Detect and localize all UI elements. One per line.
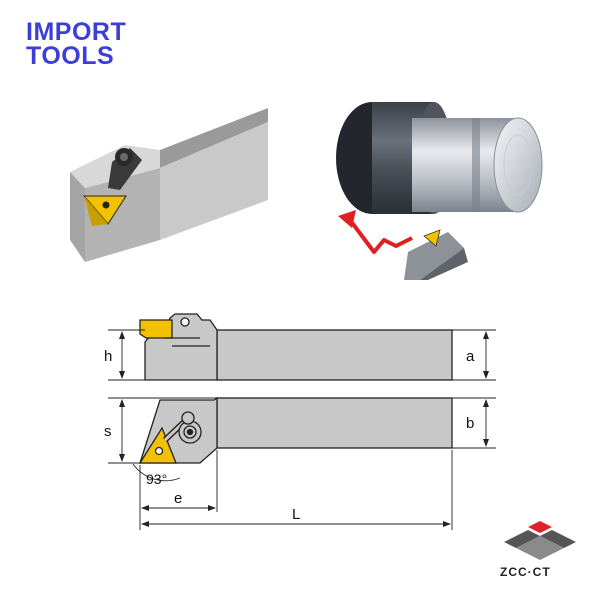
dim-label-b: b <box>466 415 474 432</box>
brand-logo-line2: TOOLS <box>26 42 115 70</box>
dim-label-e: e <box>174 490 182 507</box>
dim-label-L: L <box>292 506 300 523</box>
side-view-drawing <box>139 313 453 381</box>
dim-label-s: s <box>104 423 112 440</box>
dimension-lines <box>108 329 496 530</box>
maker-logo-text: ZCC·CT <box>500 565 551 579</box>
dim-label-a: a <box>466 348 475 365</box>
dimension-arrowheads <box>119 331 489 527</box>
dim-label-angle: 93° <box>146 471 167 487</box>
top-view-drawing <box>138 396 453 464</box>
red-chip-flow-arrow <box>348 218 413 254</box>
zcc-ct-logo-mark <box>504 521 576 560</box>
dim-label-h: h <box>104 348 112 365</box>
toolholder-3d-render <box>70 108 268 262</box>
turning-operation-render <box>336 102 543 280</box>
brand-logo-line1: IMPORT <box>26 18 127 46</box>
